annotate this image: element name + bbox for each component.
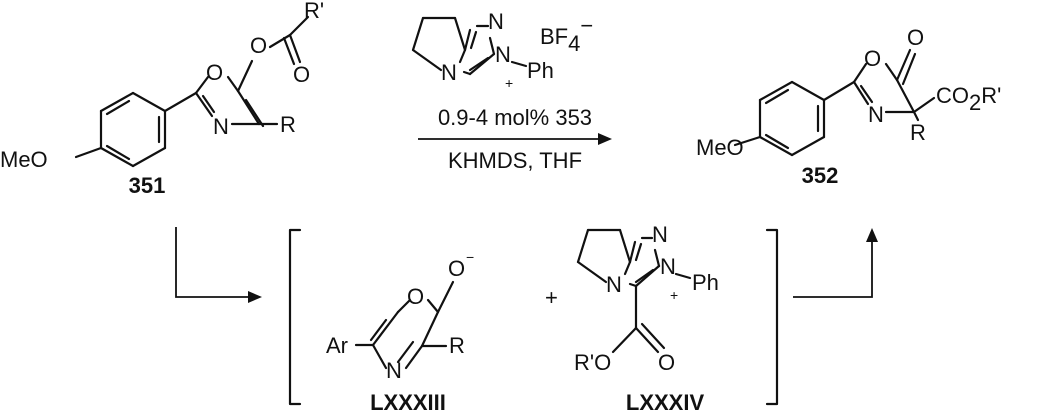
product-benzene-ring <box>758 80 826 157</box>
catalyst-phenyl: Ph <box>527 58 554 83</box>
lxxxiv-nitrogen-1: N <box>652 222 668 247</box>
product-ring-nitrogen: N <box>868 102 884 127</box>
catalyst-positive-charge: + <box>505 75 513 91</box>
product-compound-number: 352 <box>802 163 839 188</box>
lxxxiii-aryl-group: Ar <box>326 333 348 358</box>
product-352: MeO O N O CO2R' R 352 <box>696 25 1001 188</box>
plus-sign: + <box>545 285 558 310</box>
reaction-arrow <box>418 133 612 145</box>
product-ester-group: CO2R' <box>936 83 1001 115</box>
catalyst-nitrogen-1: N <box>488 9 504 34</box>
substrate-r-group: R <box>280 112 296 137</box>
lxxxiv-ester-group: R'O <box>574 350 611 375</box>
catalyst-353-structure: N N N + Ph BF4− <box>411 9 593 91</box>
substrate-ring-nitrogen: N <box>213 114 229 139</box>
lxxxiii-negative-charge: − <box>466 249 474 265</box>
product-oxazolone-ring <box>852 62 916 114</box>
intermediate-lxxxiv: N N N + Ph O R'O LXXXIV <box>574 222 719 414</box>
conditions-catalyst-loading: 0.9-4 mol% 353 <box>438 105 592 130</box>
lxxxiv-nitrogen-2: N <box>660 254 676 279</box>
pathway-arrow-down <box>175 227 262 303</box>
lxxxiii-ring-oxygen: O <box>407 284 424 309</box>
substrate-compound-number: 351 <box>129 173 166 198</box>
lxxxiii-r-group: R <box>449 333 465 358</box>
catalyst-counterion: BF4− <box>540 13 593 56</box>
product-r-group: R <box>910 120 926 145</box>
lxxxiv-label: LXXXIV <box>626 390 705 414</box>
lxxxiv-positive-charge: + <box>670 287 678 303</box>
substrate-benzene-ring <box>99 91 167 168</box>
lxxxiii-label: LXXXIII <box>370 390 446 414</box>
right-bracket <box>765 228 779 406</box>
left-bracket <box>288 228 302 406</box>
substrate-methoxy-label: MeO <box>0 147 48 172</box>
substrate-carbonyl-oxygen: O <box>293 62 310 87</box>
pathway-arrow-up <box>793 228 878 298</box>
product-methoxy-label: MeO <box>696 135 744 160</box>
lxxxiv-carbonyl-oxygen: O <box>658 350 675 375</box>
product-ring-oxygen: O <box>864 46 881 71</box>
substrate-ester-oxygen: O <box>250 33 267 58</box>
product-carbonyl-oxygen: O <box>907 25 924 50</box>
substrate-ester-r-prime: R' <box>304 0 324 23</box>
substrate-oxazole-ring <box>194 75 265 128</box>
substrate-ring-oxygen: O <box>206 60 223 85</box>
intermediate-lxxxiii: O N Ar R O − LXXXIII <box>326 249 474 414</box>
lxxxiv-nitrogen-4: N <box>606 272 622 297</box>
catalyst-nitrogen-4: N <box>441 60 457 85</box>
conditions-base-solvent: KHMDS, THF <box>448 148 582 173</box>
lxxxiii-enolate-oxygen: O <box>448 256 465 281</box>
catalyst-nitrogen-2: N <box>495 42 511 67</box>
lxxxiv-phenyl: Ph <box>692 270 719 295</box>
substrate-351: MeO O N R O R' O 351 <box>0 0 324 198</box>
lxxxiii-ring-nitrogen: N <box>386 358 402 383</box>
